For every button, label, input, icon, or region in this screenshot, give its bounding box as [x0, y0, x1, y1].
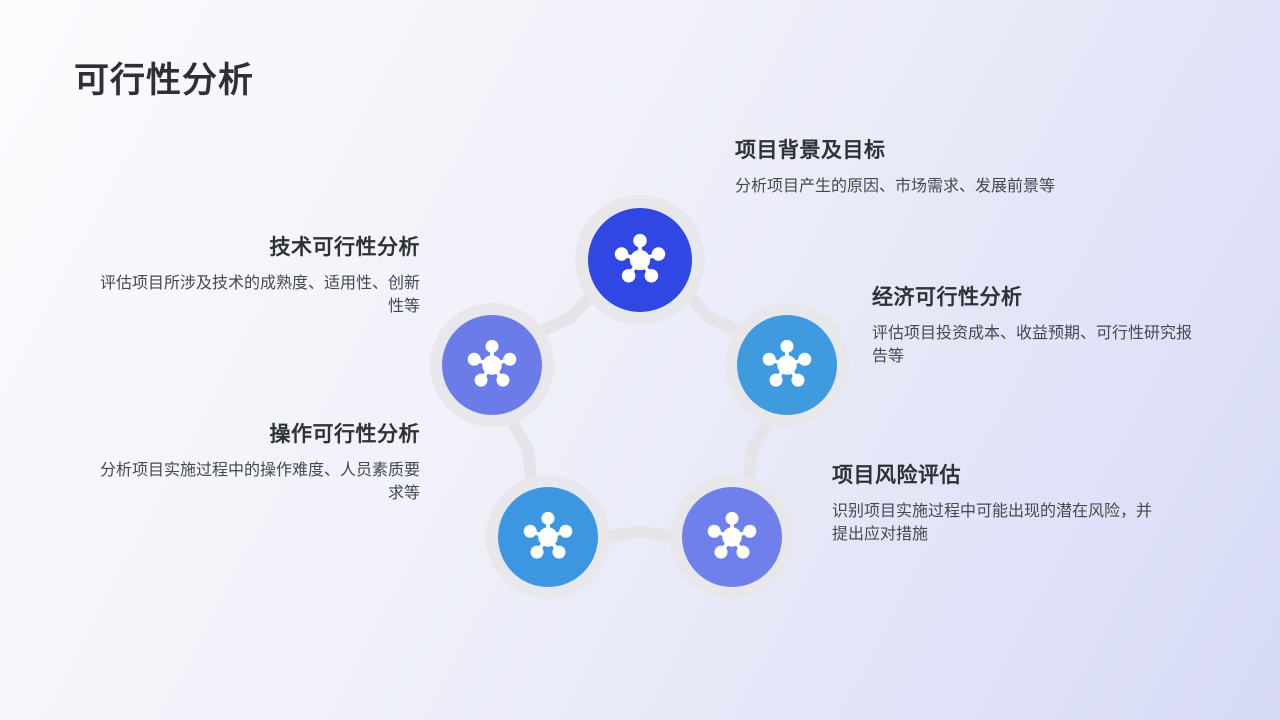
description-line: 评估项目投资成本、收益预期、可行性研究报 [872, 325, 1193, 342]
section-description: 评估项目投资成本、收益预期、可行性研究报 告等 [872, 322, 1212, 368]
section-heading: 技术可行性分析 [269, 236, 420, 259]
section-technical-feasibility: 技术可行性分析 评估项目所涉及技术的成熟度、适用性、创新 性等 [84, 231, 420, 318]
description-line: 评估项目所涉及技术的成熟度、适用性、创新 [99, 275, 420, 292]
section-economic-feasibility: 经济可行性分析 评估项目投资成本、收益预期、可行性研究报 告等 [872, 281, 1212, 368]
section-project-background: 项目背景及目标 分析项目产生的原因、市场需求、发展前景等 [735, 134, 1075, 198]
description-line: 分析项目产生的原因、市场需求、发展前景等 [735, 178, 1056, 195]
description-line: 告等 [872, 348, 905, 365]
section-description: 分析项目产生的原因、市场需求、发展前景等 [735, 175, 1075, 198]
node-halo [670, 475, 794, 599]
molecule-icon [467, 339, 517, 387]
molecule-icon [707, 511, 757, 559]
node-circle-operational-feasibility [498, 487, 598, 587]
molecule-icon [614, 233, 666, 283]
section-description: 评估项目所涉及技术的成熟度、适用性、创新 性等 [84, 272, 420, 318]
description-line: 提出应对措施 [832, 526, 929, 543]
node-halo [486, 475, 610, 599]
node-circle-technical-feasibility [442, 315, 542, 415]
node-halo [725, 303, 849, 427]
description-line: 性等 [387, 298, 420, 315]
description-line: 求等 [387, 485, 420, 502]
section-risk-assessment: 项目风险评估 识别项目实施过程中可能出现的潜在风险，并 提出应对措施 [832, 459, 1172, 546]
section-heading: 项目风险评估 [832, 464, 961, 487]
section-description: 识别项目实施过程中可能出现的潜在风险，并 提出应对措施 [832, 500, 1172, 546]
node-halo [430, 303, 554, 427]
description-line: 识别项目实施过程中可能出现的潜在风险，并 [832, 503, 1153, 520]
node-circle-economic-feasibility [737, 315, 837, 415]
section-operational-feasibility: 操作可行性分析 分析项目实施过程中的操作难度、人员素质要 求等 [84, 418, 420, 505]
description-line: 分析项目实施过程中的操作难度、人员素质要 [99, 462, 420, 479]
molecule-icon [523, 511, 573, 559]
node-circle-risk-assessment [682, 487, 782, 587]
molecule-icon [762, 339, 812, 387]
section-heading: 经济可行性分析 [872, 286, 1023, 309]
section-description: 分析项目实施过程中的操作难度、人员素质要 求等 [84, 459, 420, 505]
node-halo [575, 195, 705, 325]
page-title: 可行性分析 [74, 61, 255, 100]
section-heading: 操作可行性分析 [269, 423, 420, 446]
section-heading: 项目背景及目标 [735, 139, 886, 162]
node-circle-project-background [588, 208, 692, 312]
